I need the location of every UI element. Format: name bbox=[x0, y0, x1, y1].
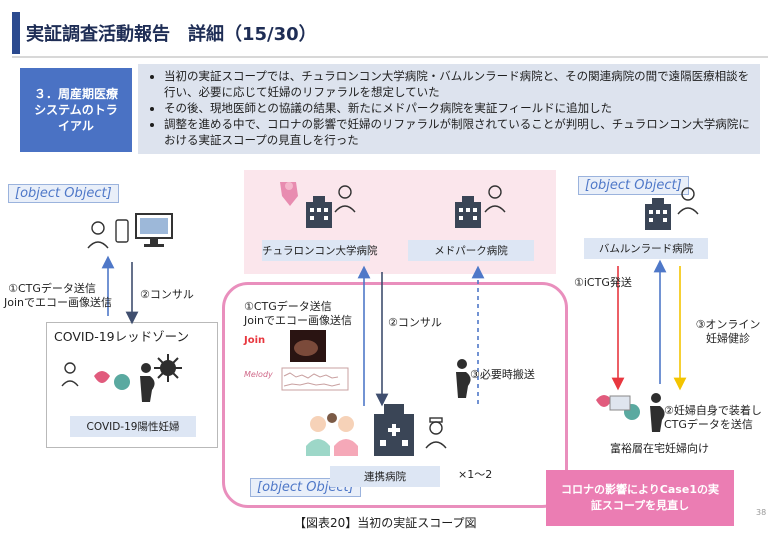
scope-review-callout: コロナの影響によりCase1の実 証スコープを見直し bbox=[546, 470, 734, 526]
case2-send-line2: Joinでエコー画像送信 bbox=[4, 296, 100, 310]
partner-hospital-label: 連携病院 bbox=[330, 466, 440, 487]
medpark-hospital-label: メドパーク病院 bbox=[408, 240, 534, 261]
case3-self-label: ②妊婦自身で装着し CTGデータを送信 bbox=[664, 404, 762, 432]
virus-icon bbox=[154, 354, 182, 382]
callout-line2: 証スコープを見直し bbox=[561, 498, 719, 514]
bumrungrad-hospital-label: バムルンラード病院 bbox=[584, 238, 708, 259]
figure-caption: 【図表20】当初の実証スコープ図 bbox=[294, 514, 477, 531]
join-logo-text: Join bbox=[244, 335, 265, 346]
case1-send-line2: Joinでエコー画像送信 bbox=[244, 314, 352, 328]
callout-line1: コロナの影響によりCase1の実 bbox=[561, 482, 719, 498]
case2-send-line1: ①CTGデータ送信 bbox=[4, 282, 100, 296]
monitor-icon bbox=[136, 214, 172, 247]
case3-online-label: ③オンライン 妊婦健診 bbox=[688, 318, 768, 346]
case1-transport-label: ③必要時搬送 bbox=[470, 368, 535, 382]
case3-online-line1: ③オンライン bbox=[688, 318, 768, 332]
case3-online-line2: 妊婦健診 bbox=[688, 332, 768, 346]
case2-send-label: ①CTGデータ送信 Joinでエコー画像送信 bbox=[4, 282, 100, 310]
case3-self-line1: ②妊婦自身で装着し bbox=[664, 404, 762, 418]
page-number: 38 bbox=[756, 508, 766, 517]
ctg-device-icon bbox=[94, 371, 640, 420]
melody-logo-text: Melody bbox=[244, 370, 273, 379]
nurse-icon bbox=[430, 418, 442, 422]
case3-target-label: 富裕層在宅妊婦向け bbox=[610, 442, 709, 456]
phone-icon bbox=[116, 220, 128, 242]
partner-hospital-count: ×1〜2 bbox=[458, 468, 492, 482]
case1-send-label: ①CTGデータ送信 Joinでエコー画像送信 bbox=[244, 300, 352, 328]
ultrasound-image-icon bbox=[290, 330, 326, 362]
covid-redzone-label: COVID-19レッドゾーン bbox=[54, 326, 189, 345]
case1-send-line1: ①CTGデータ送信 bbox=[244, 300, 352, 314]
consultation-illustration bbox=[296, 410, 366, 458]
chula-hospital-label: チュラロンコン大学病院 bbox=[262, 240, 370, 261]
covid-patient-label: COVID-19陽性妊婦 bbox=[70, 416, 196, 437]
chula-logo-icon bbox=[280, 182, 298, 206]
case3-self-line2: CTGデータを送信 bbox=[664, 418, 762, 432]
case2-consult-label: ②コンサル bbox=[140, 288, 194, 302]
ctg-chart-icon bbox=[282, 368, 348, 390]
case1-consult-label: ②コンサル bbox=[388, 316, 442, 330]
case3-ictg-label: ①iCTG発送 bbox=[574, 276, 632, 290]
